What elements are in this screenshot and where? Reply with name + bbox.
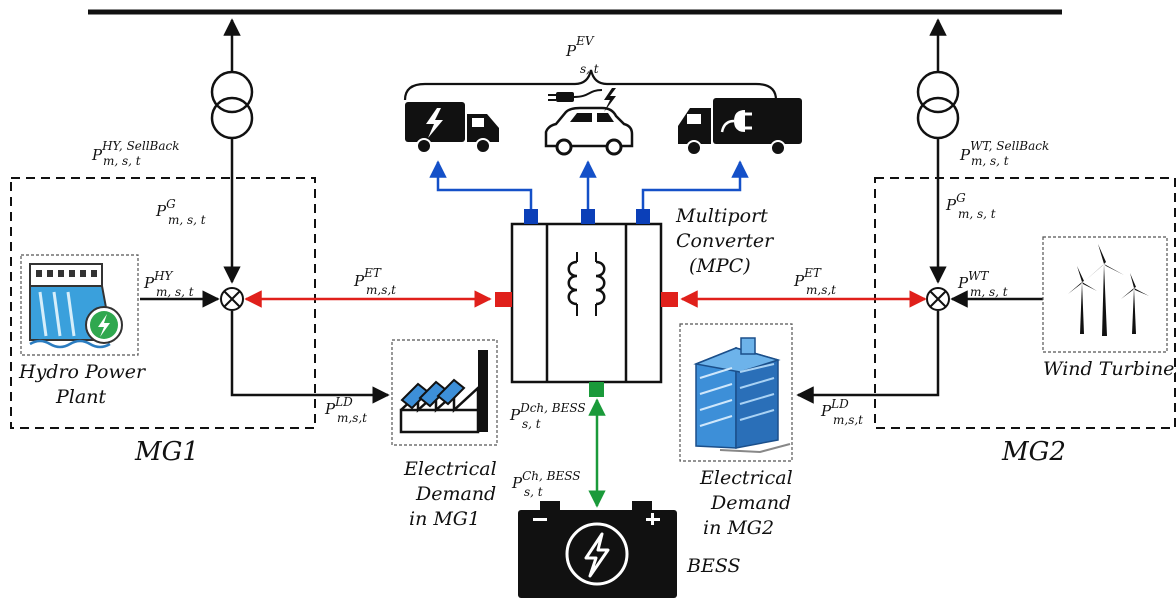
demand2-label: Demand xyxy=(710,492,791,514)
port-blue xyxy=(636,209,650,224)
transformer-icon xyxy=(210,70,254,140)
electric-truck-icon xyxy=(405,102,499,154)
port-green xyxy=(589,382,604,397)
ev-link-right xyxy=(641,160,749,209)
electric-car-icon xyxy=(544,88,634,156)
mg2-label: MG2 xyxy=(1001,437,1066,467)
demand1-label: Demand xyxy=(415,483,496,505)
right-load-link xyxy=(796,311,940,404)
transformer-icon xyxy=(916,70,960,140)
mpc-label: (MPC) xyxy=(689,255,751,277)
mpc-label: Converter xyxy=(676,230,775,252)
coupling-node-icon xyxy=(220,287,244,311)
demand2-label: Electrical xyxy=(699,467,793,489)
hydro-label: Hydro Power xyxy=(18,361,147,383)
mpc-label: Multiport xyxy=(675,205,768,227)
ev-link-left xyxy=(429,160,533,209)
hydro-label: Plant xyxy=(55,386,106,408)
port-red xyxy=(495,292,512,307)
factory-frame xyxy=(391,339,498,446)
demand1-label: in MG1 xyxy=(409,508,480,530)
hydro-plant-icon xyxy=(29,263,123,349)
coupling-node-icon xyxy=(926,287,950,311)
left-load-link xyxy=(230,311,390,404)
battery-icon xyxy=(518,501,677,598)
ev-group-brace xyxy=(403,69,778,101)
port-blue xyxy=(581,209,595,224)
wind-label: Wind Turbines xyxy=(1043,358,1176,380)
wind-frame xyxy=(1042,236,1168,353)
charging-truck-icon xyxy=(678,98,802,156)
hydro-frame xyxy=(20,254,139,356)
bess-label: BESS xyxy=(686,555,741,577)
building-frame xyxy=(679,323,793,462)
factory-icon xyxy=(399,350,488,434)
wind-turbines-icon xyxy=(1068,244,1149,336)
building-icon xyxy=(693,337,791,454)
demand1-label: Electrical xyxy=(403,458,497,480)
mg2-boundary xyxy=(874,177,1176,429)
demand2-label: in MG2 xyxy=(703,517,774,539)
multiport-converter xyxy=(510,222,663,384)
mg1-label: MG1 xyxy=(134,437,199,467)
port-blue xyxy=(524,209,538,224)
port-red xyxy=(661,292,678,307)
